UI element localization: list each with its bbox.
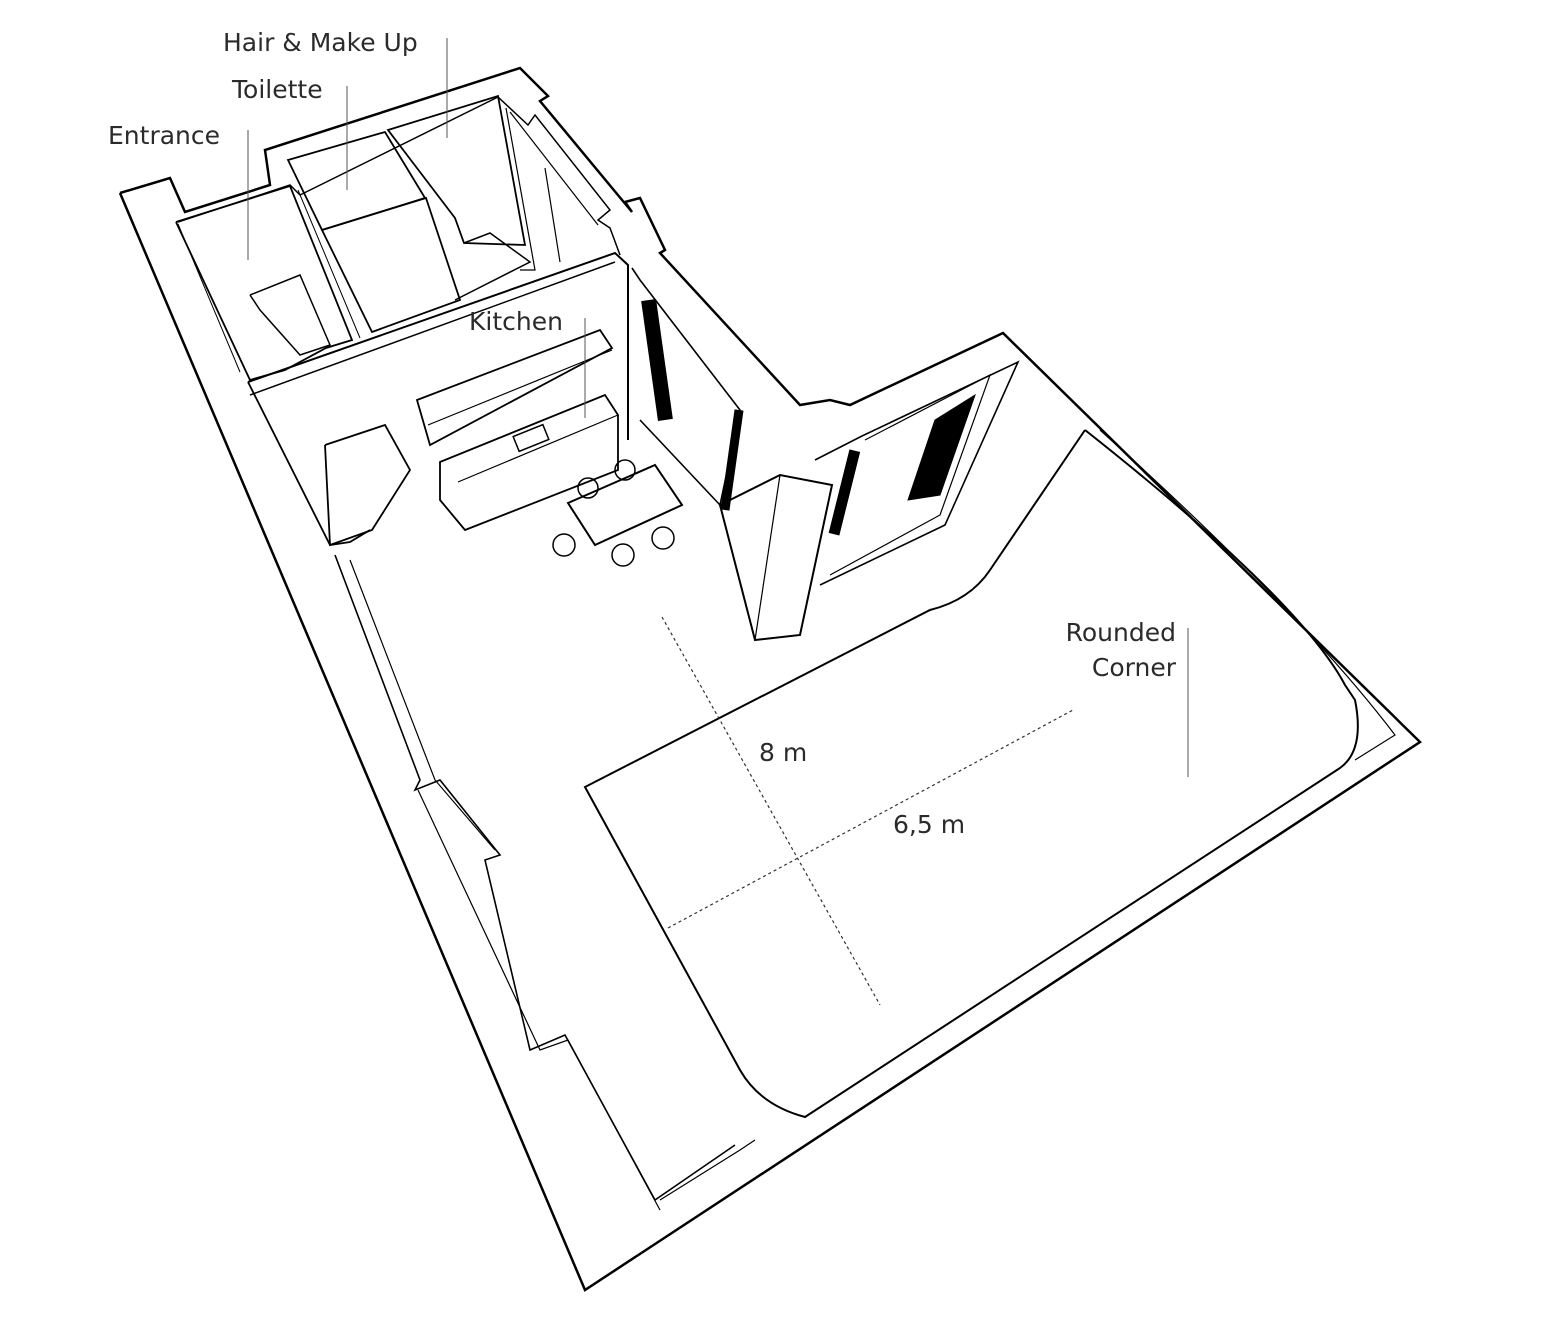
label-hair-makeup: Hair & Make Up bbox=[223, 28, 418, 57]
curtain bbox=[828, 449, 861, 536]
window-bay-left bbox=[631, 267, 741, 507]
dining-table bbox=[566, 463, 684, 547]
pillar bbox=[718, 473, 834, 642]
dimension-line-width bbox=[667, 709, 1074, 929]
outer-wall bbox=[118, 66, 1422, 1292]
curtain bbox=[641, 299, 673, 421]
label-kitchen: Kitchen bbox=[469, 307, 563, 336]
kitchen-upper-counter bbox=[415, 328, 614, 447]
room-hair-makeup bbox=[386, 94, 527, 246]
window-bay-right bbox=[814, 360, 1020, 586]
curtain bbox=[720, 409, 744, 511]
kitchen-wall bbox=[247, 251, 629, 440]
stool bbox=[577, 477, 599, 499]
stool bbox=[614, 459, 636, 481]
stool bbox=[651, 526, 675, 550]
dimension-width-label: 6,5 m bbox=[893, 810, 966, 839]
stool bbox=[611, 543, 635, 567]
sink bbox=[512, 423, 550, 453]
dimension-line-depth bbox=[661, 616, 881, 1006]
partition-stub bbox=[324, 423, 412, 547]
label-toilette: Toilette bbox=[232, 75, 323, 104]
room-shower bbox=[321, 196, 462, 334]
inner-wall-edge bbox=[177, 96, 621, 256]
curtain bbox=[907, 393, 976, 501]
label-entrance: Entrance bbox=[108, 121, 221, 150]
stool bbox=[552, 533, 576, 557]
entrance-door bbox=[249, 274, 332, 356]
cyc-wall-inner bbox=[583, 429, 1359, 1119]
kitchen-island bbox=[439, 393, 619, 532]
room-entrance bbox=[175, 184, 354, 382]
label-rounded-corner-1: Rounded bbox=[1065, 618, 1176, 647]
label-rounded-corner-2: Corner bbox=[1091, 653, 1176, 682]
dimension-depth-label: 8 m bbox=[759, 738, 808, 767]
